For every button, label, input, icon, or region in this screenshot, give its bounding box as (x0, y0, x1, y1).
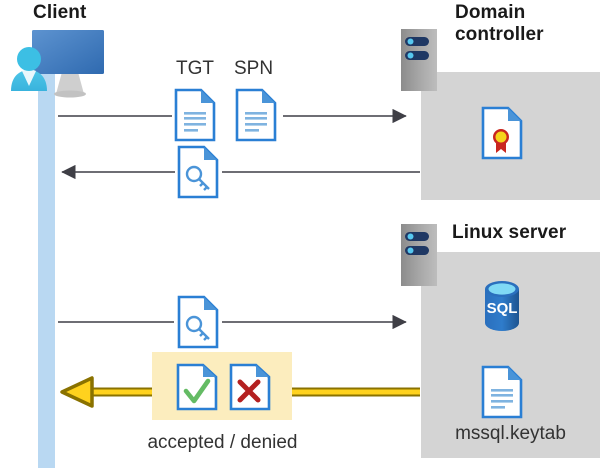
client-lifeline (38, 74, 55, 468)
keytab-document-icon (481, 365, 523, 419)
tgt-document-icon (174, 88, 216, 142)
tgt-label: TGT (176, 58, 214, 79)
client-computer-icon (11, 30, 104, 98)
accepted-document-icon (176, 363, 218, 411)
kerberos-ticket-icon (177, 295, 219, 349)
auth-result-label: accepted / denied (147, 432, 298, 453)
auth-result-highlight (152, 352, 292, 420)
sql-database-icon: SQL (485, 281, 519, 331)
flow-auth-result (60, 376, 420, 408)
linux-server-title: Linux server (452, 222, 567, 243)
linux-server-icon (401, 224, 437, 286)
sql-label: SQL (487, 300, 518, 317)
domain-controller-title: Domain controller (455, 2, 595, 46)
keytab-filename-label: mssql.keytab (455, 423, 566, 444)
denied-document-icon (229, 363, 271, 411)
certificate-icon (481, 106, 523, 160)
kerberos-ticket-icon (177, 145, 219, 199)
domain-controller-title-line1: Domain (455, 2, 526, 23)
domain-controller-server-icon (401, 29, 437, 91)
client-title: Client (33, 2, 87, 23)
spn-document-icon (235, 88, 277, 142)
domain-controller-title-line2: controller (455, 24, 544, 45)
spn-label: SPN (234, 58, 274, 79)
